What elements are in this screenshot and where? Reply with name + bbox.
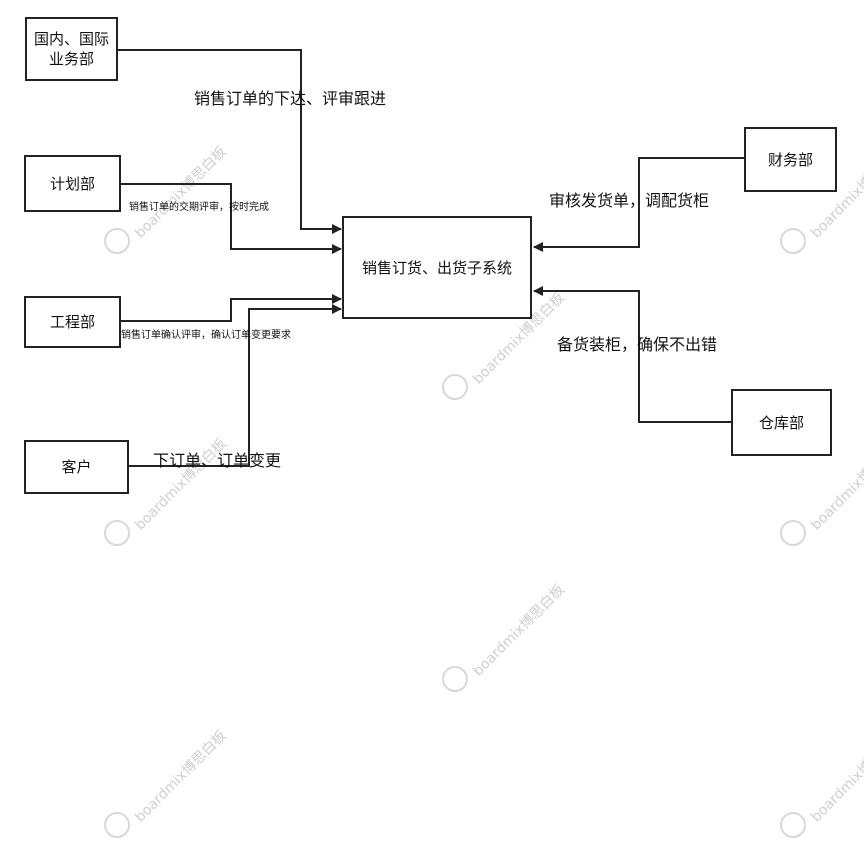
edge-intl	[117, 49, 342, 234]
node-engineering-dept[interactable]: 工程部	[24, 296, 121, 348]
node-customer[interactable]: 客户	[24, 440, 129, 494]
edge-label-warehouse: 备货装柜，确保不出错	[557, 335, 718, 354]
node-planning-dept[interactable]: 计划部	[24, 155, 121, 212]
edge-warehouse	[533, 286, 731, 423]
edge-label-plan: 销售订单的交期评审，按时完成	[129, 202, 269, 213]
edge-label-cust: 下订单、订单变更	[153, 451, 282, 470]
node-finance-dept[interactable]: 财务部	[744, 127, 837, 192]
edge-finance	[533, 157, 745, 252]
edge-cust	[129, 304, 342, 467]
edge-label-finance: 审核发货单，调配货柜	[549, 191, 710, 210]
node-intl-business-dept[interactable]: 国内、国际 业务部	[25, 17, 118, 81]
node-warehouse-dept[interactable]: 仓库部	[731, 389, 832, 456]
edge-plan	[121, 183, 342, 254]
edge-label-intl: 销售订单的下达、评审跟进	[194, 89, 387, 108]
node-sales-order-system[interactable]: 销售订货、出货子系统	[342, 216, 532, 319]
edge-eng	[121, 294, 342, 322]
edge-label-eng: 销售订单确认评审，确认订单变更要求	[121, 330, 291, 341]
